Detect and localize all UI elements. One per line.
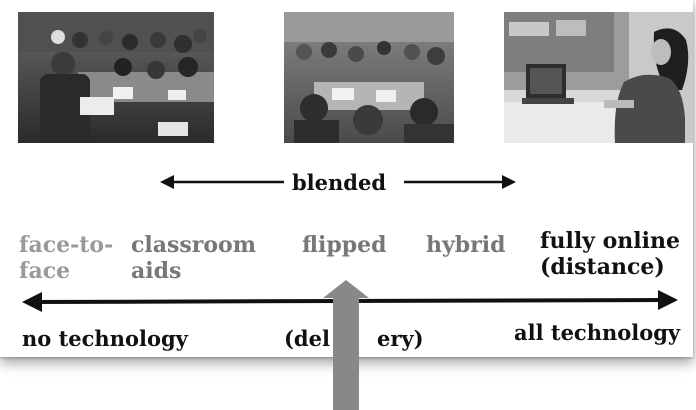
blended-left-arrow-icon [160,175,284,189]
category-hybrid: hybrid [426,232,506,258]
axis-left-label: no technology [22,326,188,351]
category-classroom-aids: classroom aids [131,232,256,284]
face-to-face-classroom-photo [18,12,214,143]
category-flipped-line-1: flipped [302,232,387,258]
blended-right-arrow-icon [404,175,516,189]
category-face-line-2: face [19,258,71,284]
blended-label: blended [292,170,387,195]
category-online-line-2: (distance) [540,254,665,280]
category-online-line-1: fully online [540,228,680,254]
category-classroom-line-2: aids [131,258,182,284]
category-hybrid-line-1: hybrid [426,232,506,258]
axis-center-label-left: (del [284,326,330,351]
axis-center-label-right: ery) [377,326,424,351]
online-student-laptop-photo [504,12,693,143]
flipped-group-work-photo [284,12,454,143]
diagram-card: blended face-to- face classroom aids fli… [18,12,693,351]
category-face-line-1: face-to- [19,232,114,258]
category-fully-online: fully online (distance) [540,228,680,280]
category-classroom-line-1: classroom [131,232,256,258]
category-face-to-face: face-to- face [19,232,113,284]
category-flipped: flipped [302,232,387,258]
axis-right-label: all technology [514,320,681,345]
up-arrow-icon [323,280,369,410]
